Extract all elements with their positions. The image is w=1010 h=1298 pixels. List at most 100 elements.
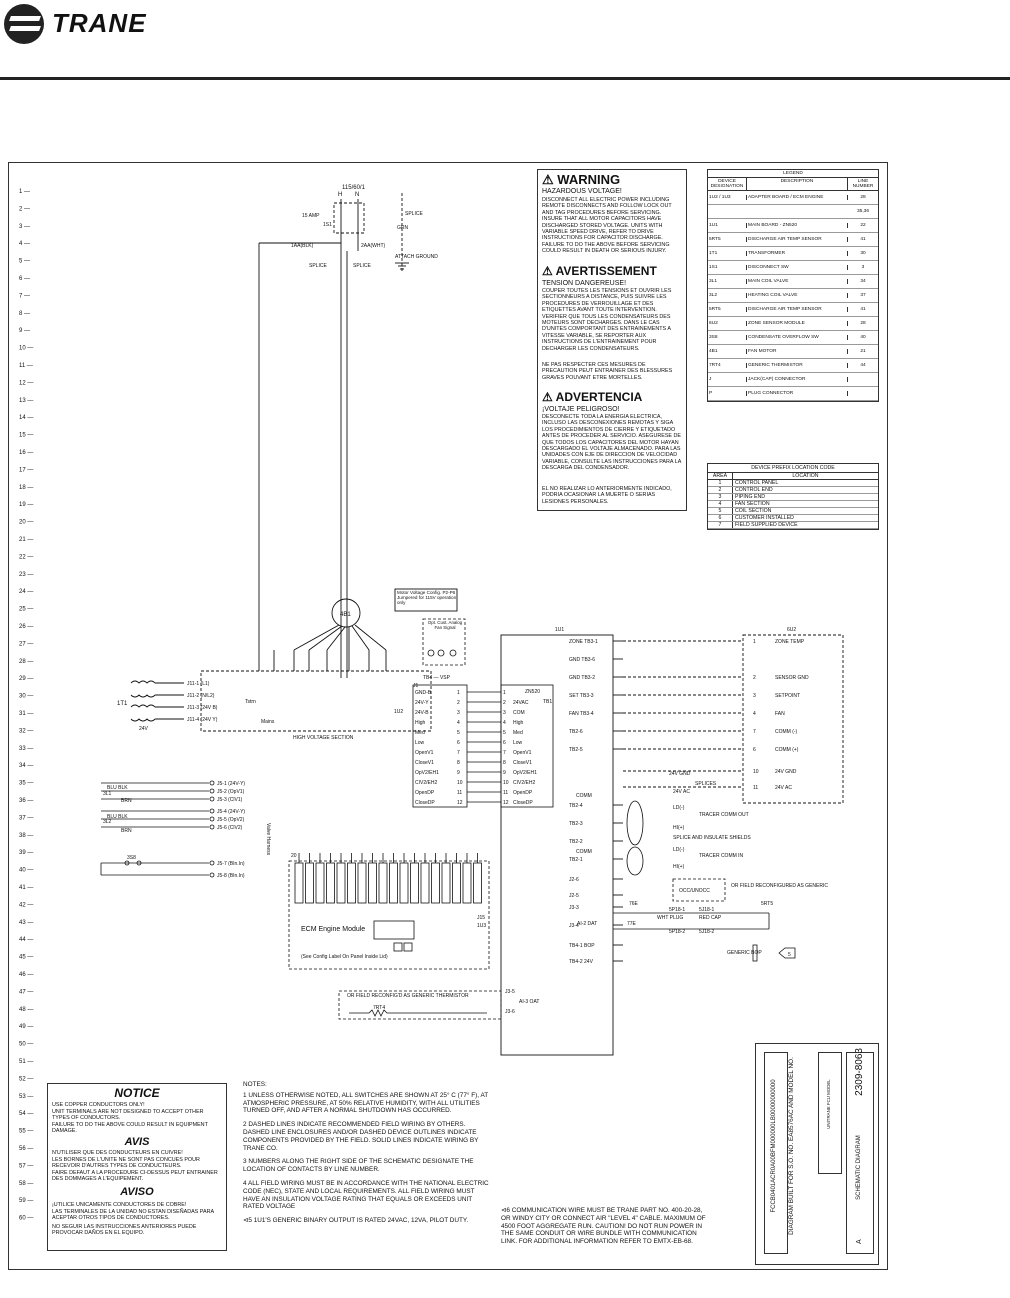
tb1-term: CloseDP	[513, 800, 533, 806]
rev-letter: A	[855, 1239, 863, 1244]
warning-fr-body2: NE PAS RESPECTER CES MESURES DE PRECAUTI…	[542, 362, 673, 381]
line-number: 31 —	[19, 711, 33, 717]
u1-term: TB2-3	[569, 821, 583, 827]
line-number: 52 —	[19, 1076, 33, 1082]
legend-cell: 41	[860, 237, 866, 242]
ecm-pin	[336, 862, 346, 904]
ecm-pin	[378, 862, 388, 904]
ecm-pin	[294, 862, 304, 904]
u1-term: TB2-5	[569, 747, 583, 753]
ecm-box	[288, 860, 490, 970]
line-number: 19 —	[19, 502, 33, 508]
tb1-num: 4	[503, 720, 506, 726]
voltage-label: 115/60/1	[342, 185, 366, 191]
j5-term: J5-4 (24V-Y)	[217, 809, 245, 815]
line-number: 4 —	[19, 241, 30, 247]
ecm-pin	[315, 862, 325, 904]
mains-label: Mains	[261, 719, 275, 725]
tb1-term: High	[513, 720, 524, 726]
j5-pin	[209, 860, 215, 866]
j1-num: 9	[457, 770, 460, 776]
u2b-term: SENSOR GND	[775, 675, 809, 681]
tb1-term: COM	[513, 710, 525, 716]
ecm-pin	[347, 862, 356, 904]
warning-subtitle: HAZARDOUS VOLTAGE!	[542, 188, 622, 195]
line-number: 42 —	[19, 902, 33, 908]
j1-num: 4	[457, 720, 460, 726]
line-number: 28 —	[19, 659, 33, 665]
tb1-num: 12	[503, 800, 509, 806]
legend-cell: 28	[860, 195, 866, 200]
line-number: 6 —	[19, 276, 30, 282]
ecm-sub: (See Config Label On Panel Inside Lid)	[301, 954, 388, 960]
warning-fr-subtitle: TENSION DANGEREUSE!	[542, 280, 627, 287]
j1-num: 10	[457, 780, 463, 786]
line-number: 13 —	[19, 398, 33, 404]
j5-pin	[209, 788, 215, 794]
ecm-pin	[410, 862, 419, 904]
line-number-column: 1 —2 —3 —4 —5 —6 —7 —8 —9 —10 —11 —12 —1…	[19, 189, 33, 1222]
legend-cell: JACK(CAP) CONNECTOR	[747, 377, 848, 382]
warning-es-title-row: ⚠ ADVERTENCIA	[542, 390, 642, 404]
ecm-pin	[462, 862, 472, 904]
legend-col2: DESCRIPTION	[747, 178, 848, 190]
prefix-area: 2	[708, 487, 733, 493]
legend-cell: DISCONNECT SW	[747, 265, 848, 270]
u2b-term: COMM (+)	[775, 747, 799, 753]
ecm-pin	[431, 862, 440, 904]
v24gnd-label: 24V GND	[669, 771, 691, 777]
legend-cell: ADAPTER BOARD / ECM ENGINE	[747, 195, 848, 200]
tracer-out-label: TRACER COMM OUT	[699, 812, 749, 818]
drawing-info: A SCHEMATIC DIAGRAM 2309-8063	[846, 1048, 872, 1244]
tb1-num: 5	[503, 730, 506, 736]
legend-cell: 3	[861, 265, 865, 270]
thermistor-ai3: AI-3 OAT	[519, 999, 539, 1005]
transformer-24v: 24V	[139, 726, 149, 732]
dat-label: 5RT5	[761, 901, 773, 907]
drawing-sub: UNITRANE FCU MODEL	[826, 1079, 831, 1129]
warning-fr-triangle-icon: ⚠	[542, 264, 553, 278]
tracer-comm: LD(-) HI(+) TRACER COMM OUT SPLICE AND I…	[626, 800, 751, 876]
legend-cell: 21	[860, 349, 866, 354]
ecm-title: ECM Engine Module	[301, 926, 365, 933]
grn-label: GRN	[397, 225, 409, 231]
prefix-table: DEVICE PREFIX LOCATION CODE AREA LOCATIO…	[707, 463, 879, 530]
wiring-diagram-sheet: 1 —2 —3 —4 —5 —6 —7 —8 —9 —10 —11 —12 —1…	[8, 162, 888, 1270]
prefix-location: FIELD SUPPLIED DEVICE	[735, 522, 798, 528]
ecm-pin	[420, 862, 430, 904]
warning-es-body2: EL NO REALIZAR LO ANTERIORMENTE INDICADO…	[542, 486, 672, 505]
ecm-button-2	[403, 942, 413, 952]
aviso-title: AVISO	[120, 1186, 154, 1198]
tb1-num: 8	[503, 760, 506, 766]
prefix-area: 7	[708, 522, 733, 528]
note-3: 3 NUMBERS ALONG THE RIGHT SIDE OF THE SC…	[243, 1158, 474, 1174]
u2b-term: SETPOINT	[775, 693, 800, 699]
ecm-pin	[473, 862, 482, 904]
j1-num: 8	[457, 760, 460, 766]
dat-red: RED CAP	[699, 915, 722, 921]
u2b-term: 24V AC	[775, 785, 792, 791]
aviso-t3: NO SEGUIR LAS INSTRUCCIONES ANTERIORES P…	[52, 1224, 197, 1237]
line-number: 60 —	[19, 1216, 33, 1222]
line-number: 59 —	[19, 1198, 33, 1204]
u1-term: J2-5	[569, 893, 579, 899]
legend-col1: DEVICE DESIGNATION	[708, 178, 747, 190]
j5-term: J5-3 (ClV1)	[217, 797, 243, 803]
ecm-pin	[368, 862, 377, 904]
legend-cell: 3L1	[708, 279, 747, 284]
valve2-label: 3L2	[103, 819, 112, 825]
line-number: 8 —	[19, 311, 30, 317]
thermistor-j35: J3-5	[505, 989, 515, 995]
legend-cell: 1T1	[708, 251, 747, 256]
occ-label: OCC/UNOCC	[679, 888, 710, 894]
line-number: 16 —	[19, 450, 33, 456]
inputs-outputs: OCC/UNOCC OR FIELD RECONFIGURED AS GENER…	[577, 878, 828, 962]
prefix-location: CONTROL END	[735, 487, 773, 493]
line-number: 45 —	[19, 955, 33, 961]
